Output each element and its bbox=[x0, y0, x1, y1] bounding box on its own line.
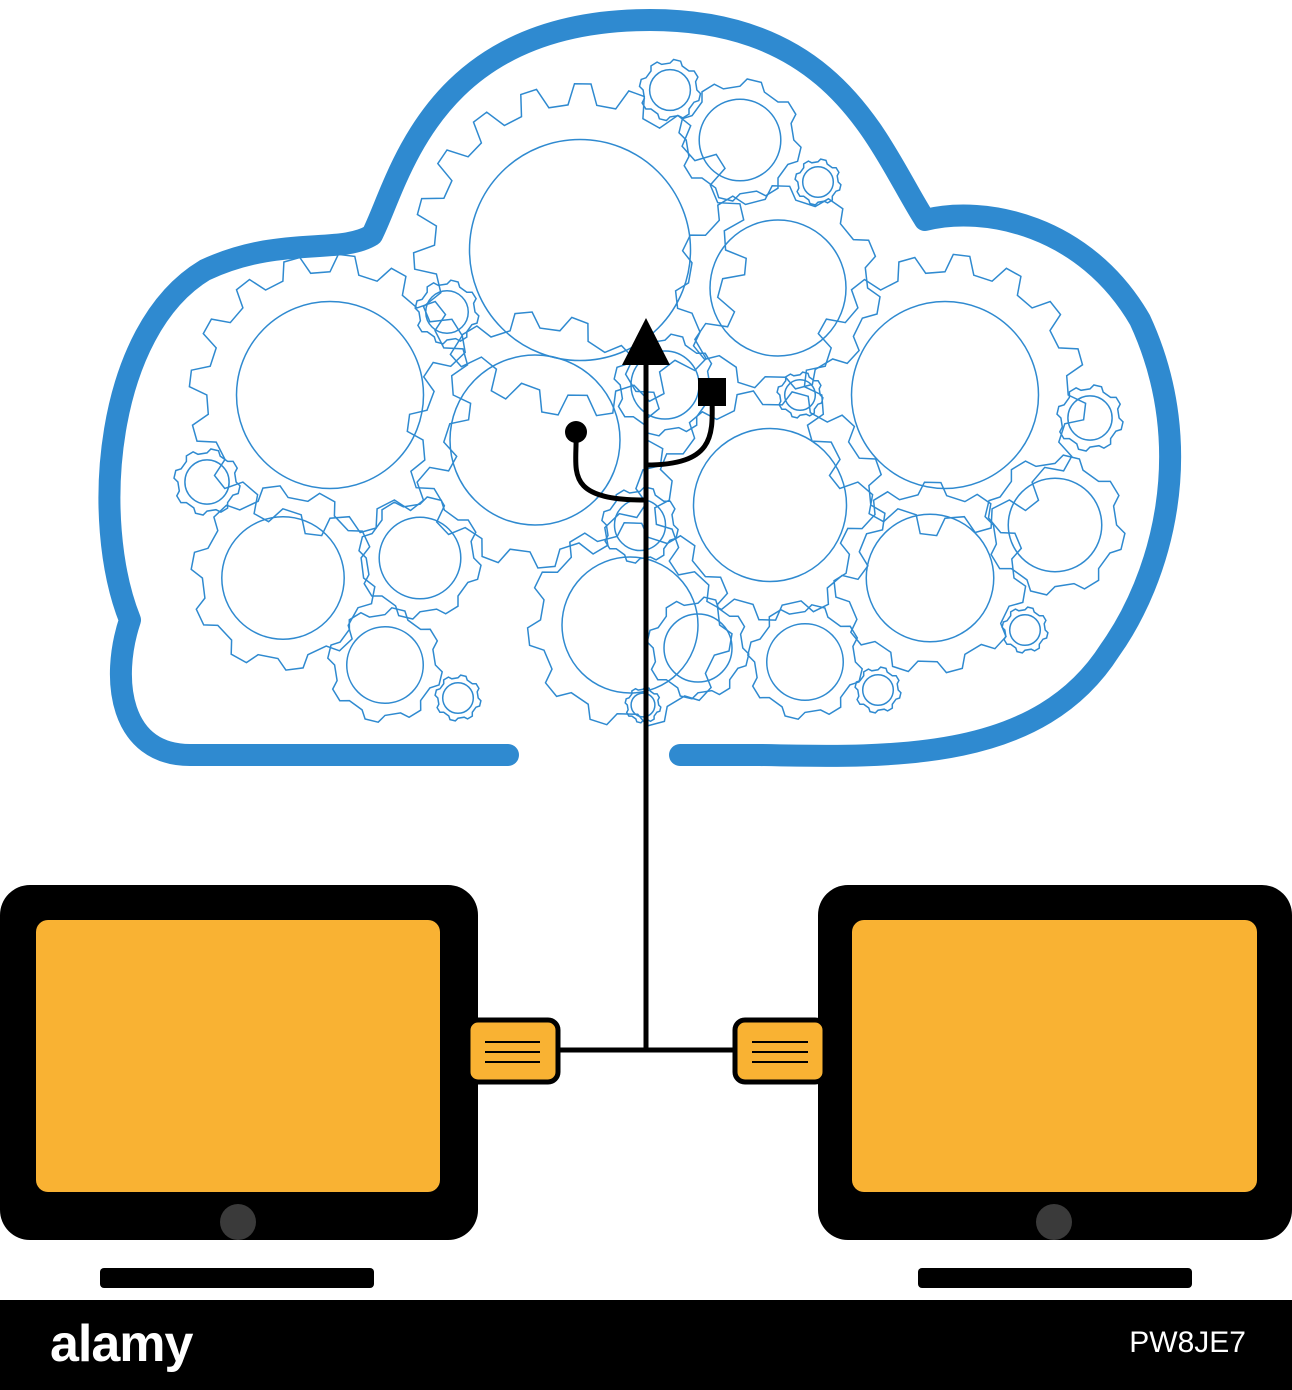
gear-icon bbox=[173, 448, 241, 516]
gear-icon bbox=[746, 603, 864, 721]
gear-icon bbox=[674, 185, 881, 390]
gear-icon bbox=[654, 390, 886, 621]
gear-hub bbox=[1007, 477, 1103, 573]
gear-hub bbox=[783, 378, 817, 412]
left-monitor-screen bbox=[36, 920, 440, 1192]
gear-icon bbox=[613, 333, 717, 437]
gear-hub bbox=[1008, 613, 1042, 647]
gear-icon bbox=[624, 686, 662, 724]
cloud-computing-illustration bbox=[0, 9, 1292, 1288]
right-monitor-stand bbox=[918, 1268, 1192, 1288]
left-monitor bbox=[0, 885, 561, 1288]
gear-hub bbox=[184, 459, 230, 505]
gear-hub bbox=[235, 300, 425, 490]
gear-hub bbox=[630, 692, 656, 718]
right-monitor bbox=[732, 885, 1292, 1288]
gear-hub bbox=[561, 556, 699, 694]
image-code: PW8JE7 bbox=[1129, 1326, 1246, 1359]
gear-hub bbox=[850, 300, 1040, 490]
usb-icon bbox=[565, 318, 726, 1050]
gear-hub bbox=[709, 219, 847, 357]
gear-hub bbox=[378, 516, 462, 600]
gear-icon bbox=[854, 666, 902, 714]
gear-hub bbox=[865, 513, 995, 643]
cloud-icon bbox=[98, 9, 1182, 767]
gear-icon bbox=[794, 158, 842, 206]
right-monitor-screen bbox=[852, 920, 1257, 1192]
right-monitor-home-button bbox=[1036, 1204, 1072, 1240]
stock-logo: alamy bbox=[50, 1315, 193, 1373]
gear-hub bbox=[648, 68, 692, 112]
gear-hub bbox=[449, 354, 621, 526]
gear-icon bbox=[414, 279, 480, 345]
gear-hub bbox=[425, 290, 469, 334]
gear-icon bbox=[1056, 384, 1124, 452]
gear-hub bbox=[1067, 395, 1113, 441]
gear-icon bbox=[412, 82, 748, 417]
gear-icon bbox=[434, 674, 482, 722]
gear-hub bbox=[801, 165, 835, 199]
gear-hub bbox=[468, 138, 692, 362]
gear-hub bbox=[698, 98, 782, 182]
left-monitor-stand bbox=[100, 1268, 374, 1288]
gear-icon bbox=[358, 496, 482, 620]
gear-hub bbox=[766, 623, 844, 701]
gear-icon bbox=[803, 253, 1087, 537]
gear-icon bbox=[326, 606, 444, 724]
gear-icon bbox=[406, 311, 664, 569]
gear-icon bbox=[1001, 606, 1049, 654]
left-monitor-home-button bbox=[220, 1204, 256, 1240]
gear-icon bbox=[601, 486, 679, 564]
gear-hub bbox=[861, 673, 895, 707]
gears-group bbox=[173, 58, 1126, 727]
gear-icon bbox=[776, 371, 824, 419]
gear-icon bbox=[984, 454, 1126, 596]
stock-footer: alamy PW8JE7 bbox=[0, 1300, 1292, 1390]
gear-icon bbox=[833, 481, 1027, 674]
gear-icon bbox=[188, 253, 472, 537]
gear-hub bbox=[663, 613, 733, 683]
gear-hub bbox=[692, 427, 848, 583]
gear-hub bbox=[346, 626, 424, 704]
gear-hub bbox=[441, 681, 475, 715]
gear-icon bbox=[678, 78, 802, 202]
gear-icon bbox=[190, 485, 376, 671]
gear-icon bbox=[638, 58, 702, 122]
gear-icon bbox=[646, 596, 750, 700]
gear-hub bbox=[221, 516, 345, 640]
